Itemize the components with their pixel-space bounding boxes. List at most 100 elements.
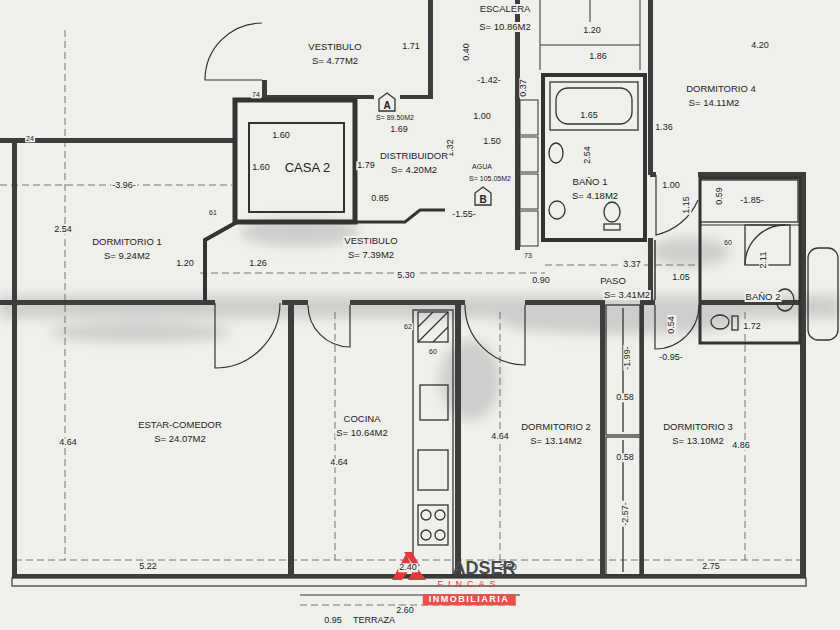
- wall: [12, 140, 17, 578]
- fixture: [435, 530, 445, 540]
- dimension-label: -1.55-: [451, 210, 477, 219]
- room-label: BAÑO 1: [572, 177, 609, 187]
- dimension-label: 2.60: [395, 606, 415, 615]
- door-swing: [465, 305, 525, 365]
- room-label: S= 4.18M2: [571, 191, 619, 201]
- photocopy-smudge: [50, 322, 230, 342]
- photocopy-smudge: [650, 238, 730, 266]
- dimension-label: -1.42-: [476, 76, 502, 85]
- room-label: ESTAR-COMEDOR: [137, 420, 223, 430]
- door-swing: [656, 175, 698, 235]
- wall-outline: [540, 45, 640, 46]
- dimension-label: 1.20: [582, 26, 602, 35]
- dimension-label: 1.60: [251, 163, 271, 172]
- room-label: VESTIBULO: [343, 236, 398, 246]
- wall: [515, 0, 520, 250]
- callout-number: 24: [25, 135, 35, 142]
- wall-outline: [700, 178, 800, 343]
- dimension-label: 0.59: [715, 186, 724, 206]
- dimension-label: 1.60: [271, 131, 291, 140]
- room-name: CASA 2: [285, 160, 331, 175]
- dimension-label: -1.85-: [739, 196, 765, 205]
- wall-outline: [205, 222, 237, 300]
- dimension-label: 1.15: [682, 195, 691, 215]
- fixture: [556, 88, 632, 124]
- dimension-label: 0.95: [323, 616, 343, 625]
- wall-outline: [699, 240, 701, 300]
- room-label: S= 13.14M2: [529, 436, 583, 446]
- door-swing: [205, 23, 699, 368]
- dimension-label: -2.57-: [621, 501, 630, 527]
- wall: [455, 300, 461, 578]
- wall: [0, 300, 215, 305]
- wall: [350, 300, 465, 305]
- fixture: [421, 530, 431, 540]
- wall-outline: [590, 0, 591, 22]
- fixture: [418, 505, 448, 545]
- dimension-label: 0.90: [531, 276, 551, 285]
- fixture: [550, 82, 638, 130]
- callout-number: 62: [403, 323, 413, 330]
- door-swing: [308, 305, 350, 347]
- marker-pentagon: A: [378, 92, 396, 114]
- fixture: [604, 224, 620, 230]
- callout-number: 60: [723, 239, 733, 246]
- wall-outline: [235, 100, 355, 222]
- dimension-label: 2.75: [701, 562, 721, 571]
- dimension-label: 2.54: [583, 145, 592, 165]
- room-label: PASO: [599, 276, 627, 286]
- wall-outline: [355, 210, 445, 222]
- wall-outline: [520, 174, 538, 209]
- wall: [648, 0, 653, 175]
- wall: [428, 0, 433, 95]
- dimension-label: -1.99-: [623, 345, 632, 371]
- room-label: VESTIBULO: [307, 42, 362, 52]
- callout-number: 61: [208, 209, 218, 216]
- room-label: DORMITORIO 4: [685, 84, 757, 94]
- dimension-label: -3.96-: [111, 181, 137, 190]
- door-swing: [655, 305, 699, 349]
- room-label: S= 14.11M2: [688, 98, 741, 108]
- wall-outline: [12, 0, 806, 595]
- dimension-label: 0.54: [667, 315, 676, 335]
- dimension-label: 3.37: [622, 260, 642, 269]
- room-label: S= 13.10M2: [671, 436, 725, 446]
- dimension-label: 5.22: [138, 562, 158, 571]
- wall: [400, 95, 433, 99]
- photocopy-smudge: [500, 310, 740, 334]
- fixture: [808, 248, 838, 340]
- dimension-label: 1.86: [588, 52, 608, 61]
- dimension-label: 0.37: [519, 78, 528, 98]
- dimension-label: 1.20: [175, 259, 195, 268]
- room-label: DORMITORIO 1: [91, 237, 163, 247]
- dimension-label: 1.26: [248, 259, 268, 268]
- room-label: S= 4.20M2: [390, 165, 438, 175]
- door-swing: [205, 23, 262, 80]
- dimension-label: 2.40: [398, 563, 418, 572]
- dimension-line: [200, 273, 545, 274]
- wall: [698, 172, 800, 177]
- room-label: S= 10.64M2: [335, 428, 389, 438]
- callout-number: 74: [251, 91, 261, 98]
- wall: [0, 0, 806, 578]
- dimension-label: 1.72: [742, 322, 762, 331]
- wall: [0, 138, 235, 143]
- callout-number: 60: [428, 348, 438, 355]
- dimension-line: [0, 30, 800, 605]
- dimension-line: [745, 312, 746, 560]
- fixture: [606, 437, 640, 575]
- dimension-label: 1.71: [401, 42, 421, 51]
- wall: [525, 300, 605, 305]
- dimension-label: 1.00: [661, 181, 681, 190]
- fixture: [413, 82, 838, 575]
- fixture: [606, 305, 640, 435]
- wall-outline: [640, 0, 641, 70]
- dimension-label: -0.95-: [658, 353, 684, 362]
- dimension-label: 4.20: [750, 41, 770, 50]
- callout-number: S= 105.05M2: [468, 175, 512, 182]
- fixture: [549, 201, 565, 219]
- room-label: DISTRIBUIDOR: [379, 151, 449, 161]
- room-label: S= 3.41M2: [603, 290, 651, 300]
- logo-mark: [392, 552, 426, 580]
